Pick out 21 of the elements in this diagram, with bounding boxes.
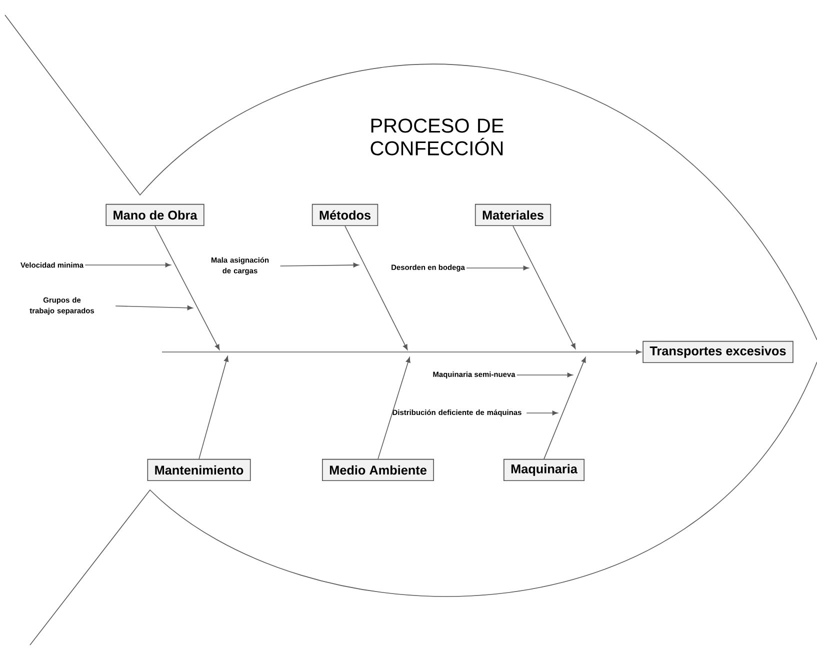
arrow <box>154 226 220 350</box>
category-box: Métodos <box>312 204 378 226</box>
category-box: Mantenimiento <box>147 458 251 482</box>
arrow <box>544 357 586 460</box>
category-box: Materiales <box>474 204 552 226</box>
category-box: Mano de Obra <box>106 204 204 226</box>
arrow <box>84 262 171 268</box>
arrow <box>115 305 193 310</box>
arrow <box>516 372 573 378</box>
arrow <box>280 262 359 268</box>
arrow <box>466 266 529 270</box>
arrow <box>526 410 558 416</box>
arrow <box>512 226 576 349</box>
category-box: Medio Ambiente <box>322 458 434 482</box>
arrow <box>344 226 408 350</box>
arrow <box>162 350 642 354</box>
arrow <box>198 356 229 460</box>
effect-box: Transportes excesivos <box>642 340 794 364</box>
arrow <box>378 357 410 460</box>
title: PROCESO DE CONFECCIÓN <box>370 118 504 156</box>
category-box: Maquinaria <box>504 458 584 482</box>
